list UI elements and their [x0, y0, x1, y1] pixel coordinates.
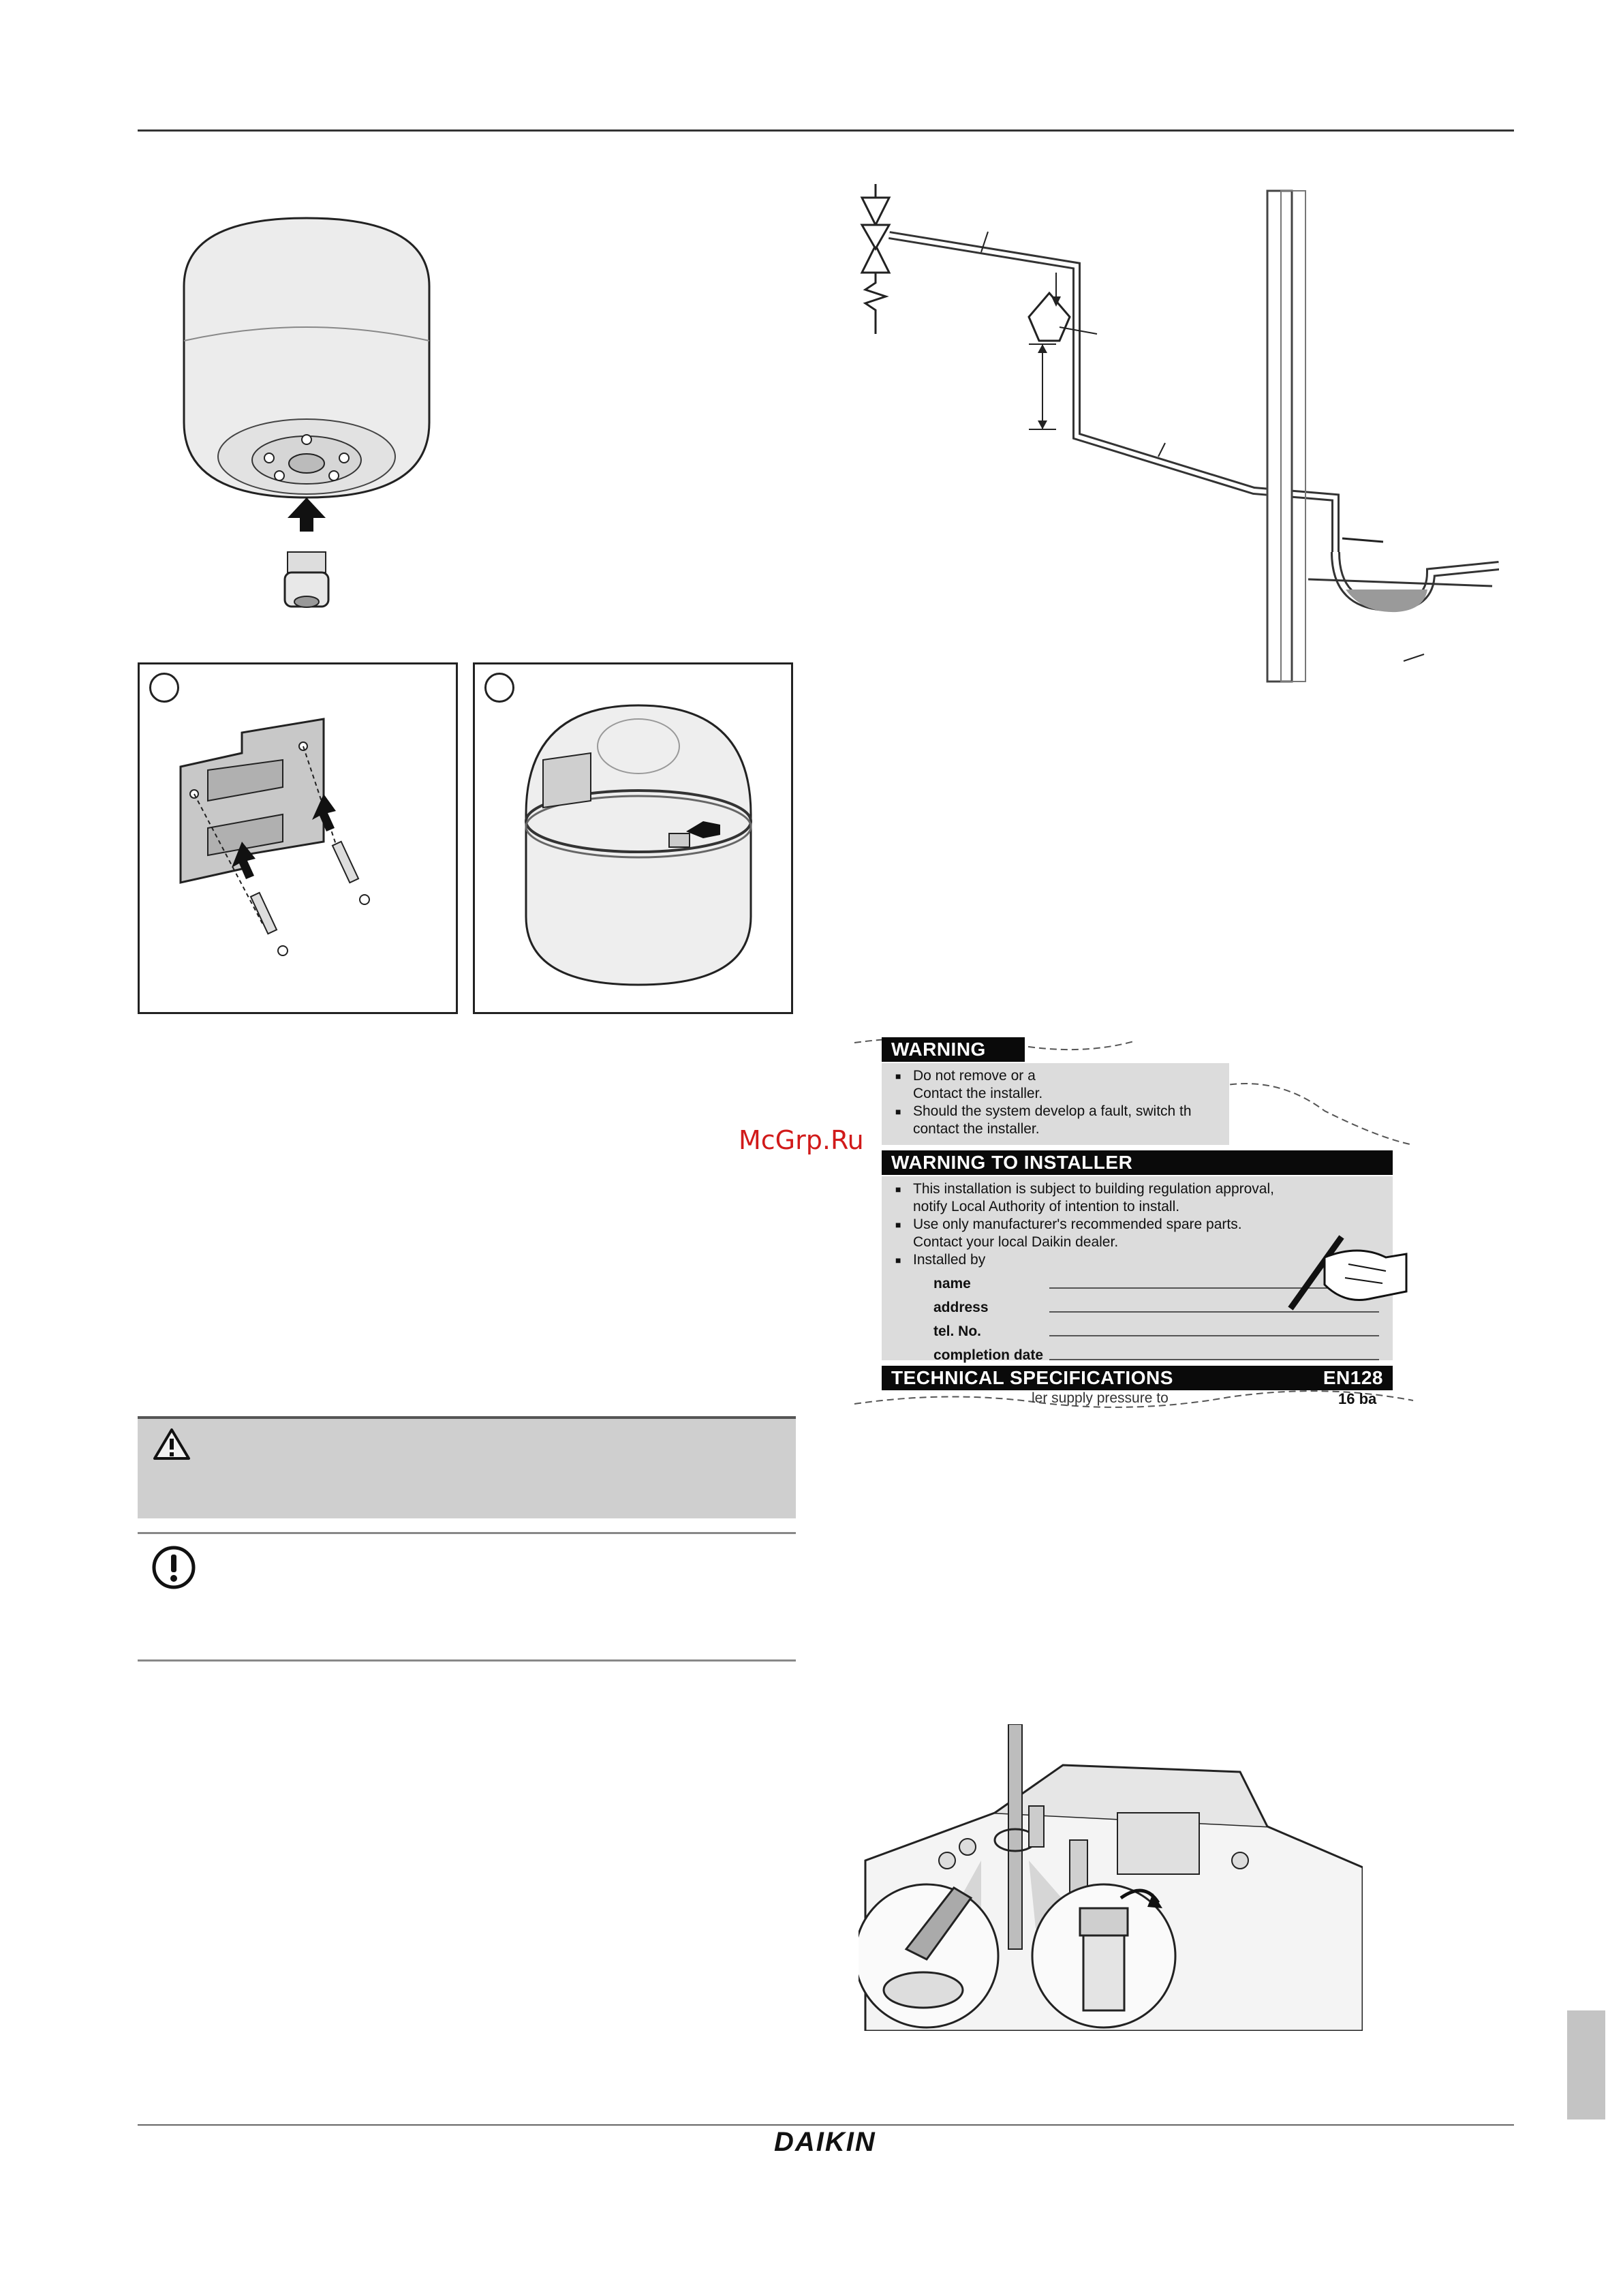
- important-exclamation-icon: [152, 1546, 196, 1589]
- label-warning-line: contact the installer.: [913, 1121, 1040, 1137]
- warning-label-plate: WARNING Do not remove or a Contact the i…: [848, 1029, 1420, 1411]
- label-tech-title-bar: TECHNICAL SPECIFICATIONS EN128: [882, 1366, 1393, 1390]
- unit-valve-figure: [859, 1724, 1363, 2031]
- label-field-name: name: [895, 1269, 1386, 1293]
- label-installer-line: This installation is subject to building…: [895, 1180, 1386, 1198]
- strap-fixing-panel: [473, 662, 793, 1014]
- header-rule: [138, 129, 1514, 132]
- label-tech-row-text: ler supply pressure to: [1032, 1390, 1169, 1406]
- label-field-completion-date: completion date: [895, 1341, 1386, 1364]
- label-installer-line: notify Local Authority of intention to i…: [913, 1199, 1180, 1214]
- label-installer-line: Contact your local Daikin dealer.: [913, 1234, 1119, 1250]
- label-warning-line: Do not remove or a: [895, 1067, 1222, 1085]
- label-tech-row-value: 16 ba: [1338, 1390, 1377, 1407]
- label-installer-line: Use only manufacturer's recommended spar…: [895, 1216, 1386, 1234]
- daikin-logo: DAIKIN: [774, 2127, 876, 2157]
- label-warning-line: Contact the installer.: [913, 1086, 1043, 1101]
- label-installer-body: This installation is subject to building…: [882, 1176, 1393, 1363]
- label-warning-body: Do not remove or a Contact the installer…: [882, 1063, 1229, 1145]
- caution-triangle-icon: [153, 1428, 190, 1460]
- expansion-vessel-figure: [183, 217, 431, 608]
- watermark-text: McGrp.Ru: [739, 1125, 864, 1155]
- bracket-mounting-panel: [138, 662, 458, 1014]
- strap-illustration: [525, 704, 752, 986]
- label-tech-code: EN128: [1323, 1367, 1383, 1388]
- piping-drain-diagram: [860, 184, 1499, 683]
- chapter-side-tab: [1567, 2010, 1605, 2119]
- panel-number-circle: [149, 673, 179, 703]
- caution-note-box: [138, 1416, 796, 1518]
- hand-pen-icon: [1288, 1235, 1408, 1311]
- label-tech-title: TECHNICAL SPECIFICATIONS: [891, 1367, 1173, 1388]
- footer-rule: [138, 2124, 1514, 2126]
- label-field-address: address: [895, 1293, 1386, 1317]
- label-installer-title: WARNING TO INSTALLER: [882, 1150, 1393, 1175]
- panel-number-circle: [484, 673, 514, 703]
- important-note-box: [138, 1532, 796, 1662]
- bracket-illustration: [179, 718, 370, 956]
- label-warning-title: WARNING: [882, 1037, 1025, 1062]
- label-installer-line: Installed by: [895, 1251, 1386, 1269]
- label-field-tel: tel. No.: [895, 1317, 1386, 1341]
- label-warning-line: Should the system develop a fault, switc…: [895, 1103, 1222, 1120]
